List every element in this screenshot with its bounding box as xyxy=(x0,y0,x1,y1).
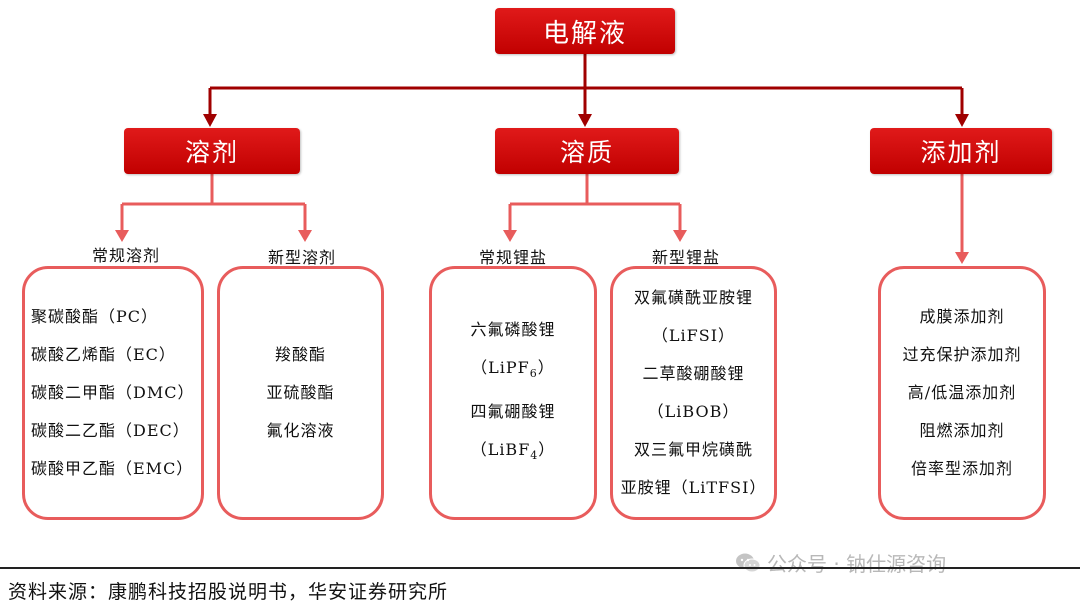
list-item-text: （LiPF xyxy=(471,357,530,377)
additive-box: 成膜添加剂过充保护添加剂高/低温添加剂阻燃添加剂倍率型添加剂 xyxy=(878,266,1046,520)
list-item: 氟化溶液 xyxy=(266,412,334,450)
list-item: （LiFSI） xyxy=(652,317,735,355)
list-item-text: 碳酸二乙酯（DEC） xyxy=(31,421,190,440)
list-item: 四氟硼酸锂 xyxy=(470,393,555,431)
new-solvent-box: 羧酸酯亚硫酸酯氟化溶液 xyxy=(217,266,384,520)
list-item-text: 亚胺锂（LiTFSI） xyxy=(620,478,767,497)
list-item: 聚碳酸酯（PC） xyxy=(31,298,158,336)
list-item: 倍率型添加剂 xyxy=(911,450,1013,488)
category-header-solute: 溶质 xyxy=(495,128,679,174)
list-item-text: 羧酸酯 xyxy=(274,345,326,364)
watermark: 公众号 · 钠仕源咨询 xyxy=(735,548,946,577)
list-item: 成膜添加剂 xyxy=(919,298,1004,336)
list-item: 六氟磷酸锂 xyxy=(470,311,555,349)
list-item: 亚胺锂（LiTFSI） xyxy=(621,469,767,507)
list-item: 碳酸乙烯酯（EC） xyxy=(31,336,176,374)
source-note: 资料来源：康鹏科技招股说明书，华安证券研究所 xyxy=(8,581,449,603)
list-item-text: 高/低温添加剂 xyxy=(907,383,1017,402)
list-item-text: ） xyxy=(537,357,555,377)
sub-arrowheads xyxy=(115,230,969,264)
list-item-text: （LiBF xyxy=(470,440,531,459)
list-item-text: 阻燃添加剂 xyxy=(919,421,1005,440)
list-item-text: 过充保护添加剂 xyxy=(902,345,1022,364)
list-item-text: 倍率型添加剂 xyxy=(910,459,1013,478)
root-header-electrolyte: 电解液 xyxy=(495,8,675,54)
list-item: 二草酸硼酸锂 xyxy=(642,355,744,393)
list-item: 亚硫酸酯 xyxy=(266,374,334,412)
conventional-lithium-salt-box: 六氟磷酸锂（LiPF6）四氟硼酸锂（LiBF4） xyxy=(429,266,597,520)
list-item: 双氟磺酰亚胺锂 xyxy=(634,279,753,317)
list-item-text: （LiBOB） xyxy=(647,402,740,421)
list-item-text: ） xyxy=(538,440,556,459)
watermark-text: 公众号 · 钠仕源咨询 xyxy=(767,552,947,576)
list-item-text: 碳酸二甲酯（DMC） xyxy=(31,383,195,402)
subgroup-label-conventional-lithium-salt: 常规锂盐 xyxy=(478,248,547,267)
list-item-text: 聚碳酸酯（PC） xyxy=(31,307,159,326)
list-item: 碳酸二乙酯（DEC） xyxy=(31,412,190,450)
subscript-text: 6 xyxy=(529,367,538,380)
footer-divider xyxy=(0,567,1080,569)
root-connectors xyxy=(208,54,964,116)
subscript-text: 4 xyxy=(530,449,539,463)
list-item-text: 双氟磺酰亚胺锂 xyxy=(633,288,753,307)
list-item-text: （LiFSI） xyxy=(651,326,736,345)
list-item: 双三氟甲烷磺酰 xyxy=(634,431,753,469)
sub-connectors xyxy=(120,174,964,252)
list-item: 碳酸二甲酯（DMC） xyxy=(31,374,194,412)
list-item-text: 碳酸甲乙酯（EMC） xyxy=(31,459,194,478)
list-item: 碳酸甲乙酯（EMC） xyxy=(31,450,193,488)
category-header-additive: 添加剂 xyxy=(870,128,1052,174)
subgroup-label-conventional-solvent: 常规溶剂 xyxy=(91,246,160,265)
list-item-text: 二草酸硼酸锂 xyxy=(642,364,745,383)
list-item: 阻燃添加剂 xyxy=(919,412,1004,450)
subgroup-label-new-lithium-salt: 新型锂盐 xyxy=(651,248,720,267)
wechat-icon xyxy=(736,553,761,572)
subgroup-label-new-solvent: 新型溶剂 xyxy=(267,248,336,267)
list-item: 过充保护添加剂 xyxy=(902,336,1021,374)
list-item-text: 氟化溶液 xyxy=(266,421,335,440)
list-item: （LiBOB） xyxy=(648,393,740,431)
list-item-text: 碳酸乙烯酯（EC） xyxy=(31,345,176,364)
list-item-text: 六氟磷酸锂 xyxy=(470,319,556,339)
list-item-text: 四氟硼酸锂 xyxy=(470,402,556,421)
root-arrowheads xyxy=(203,114,969,127)
new-lithium-salt-box: 双氟磺酰亚胺锂 （LiFSI） 二草酸硼酸锂 （LiBOB） 双三氟甲烷磺酰亚胺锂（Li… xyxy=(610,266,777,520)
list-item: 高/低温添加剂 xyxy=(908,374,1016,412)
list-item-text: 成膜添加剂 xyxy=(919,307,1005,326)
list-item-text: 双三氟甲烷磺酰 xyxy=(633,440,753,459)
list-item: 羧酸酯 xyxy=(275,336,326,374)
category-header-solvent: 溶剂 xyxy=(124,128,300,174)
list-item-text: 亚硫酸酯 xyxy=(266,383,335,402)
list-item: （LiPF6） xyxy=(471,349,555,393)
list-item: （LiBF4） xyxy=(471,431,556,475)
conventional-solvent-box: 聚碳酸酯（PC） 碳酸乙烯酯（EC） 碳酸二甲酯（DMC） 碳酸二乙酯（DEC） 碳酸甲… xyxy=(22,266,204,520)
